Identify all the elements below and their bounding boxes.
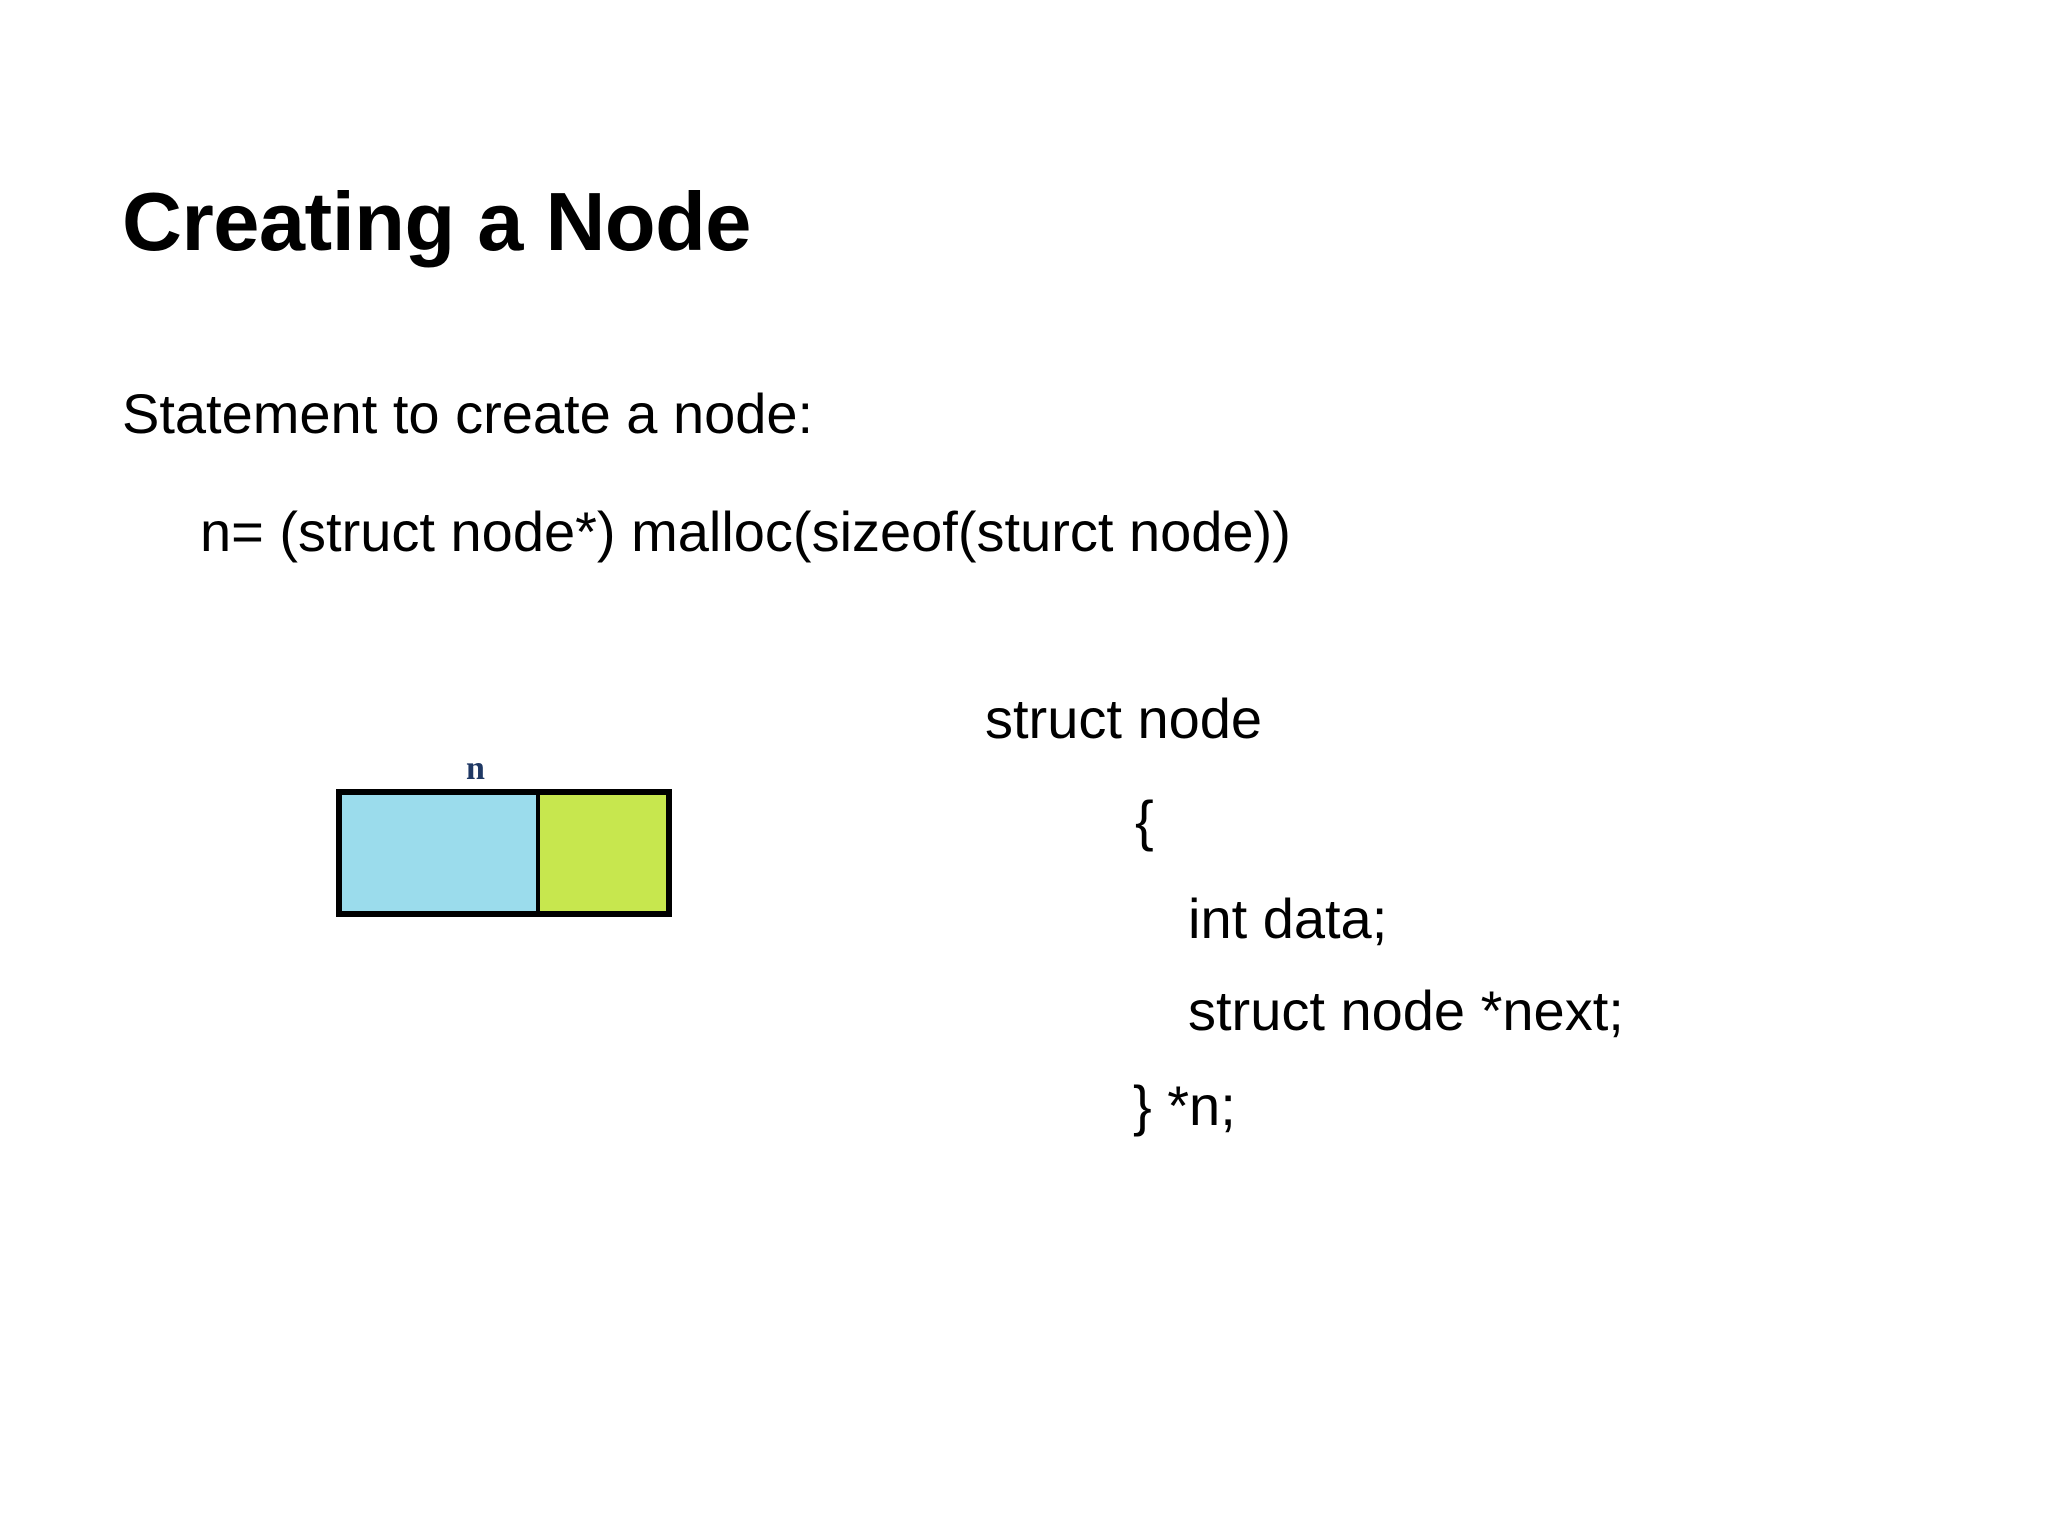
node-next-cell <box>536 794 667 912</box>
statement-code-line: n= (struct node*) malloc(sizeof(sturct n… <box>200 500 1291 563</box>
node-pointer-label: n <box>466 750 485 787</box>
code-line-close-brace: } *n; <box>1133 1074 1236 1137</box>
node-box-diagram <box>336 789 672 917</box>
code-line-int-data: int data; <box>1188 887 1388 950</box>
code-line-struct-node: struct node <box>985 687 1263 750</box>
page-title: Creating a Node <box>122 174 751 268</box>
node-data-cell <box>341 794 537 912</box>
statement-label: Statement to create a node: <box>122 382 814 445</box>
code-line-next-pointer: struct node *next; <box>1188 979 1624 1042</box>
code-line-open-brace: { <box>1135 789 1154 852</box>
